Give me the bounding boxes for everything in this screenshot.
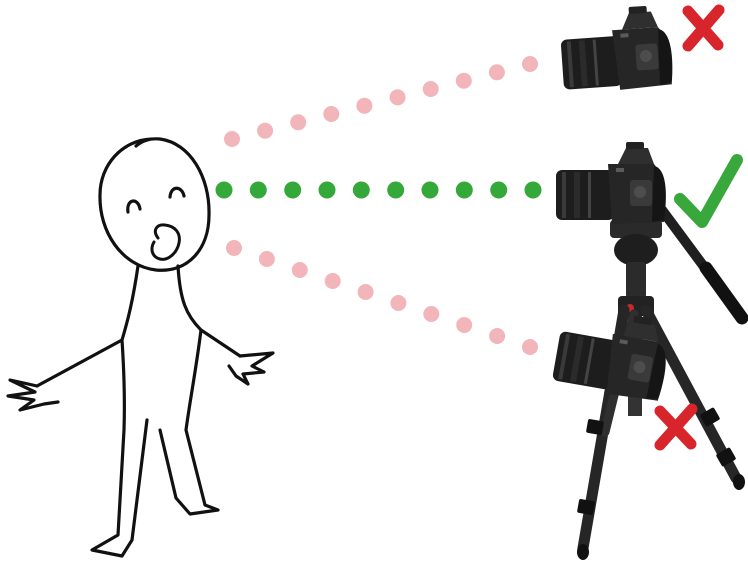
sight-dot bbox=[390, 295, 406, 311]
figure-left-eye bbox=[128, 201, 140, 212]
sight-dot bbox=[292, 262, 308, 278]
sight-dot bbox=[522, 56, 538, 72]
sight-dot bbox=[489, 328, 505, 344]
sight-dot bbox=[390, 89, 406, 105]
sight-dot bbox=[423, 306, 439, 322]
sight-line-upper bbox=[224, 56, 538, 147]
figure-left-hand bbox=[8, 380, 58, 410]
x-mark-icon bbox=[688, 10, 719, 46]
tripod-foot bbox=[577, 544, 589, 560]
tripod-ball bbox=[614, 234, 658, 266]
camera-icon bbox=[556, 142, 666, 224]
tripod-foot bbox=[733, 474, 745, 490]
tripod-lock bbox=[577, 499, 595, 516]
figure-right-hand bbox=[229, 353, 273, 384]
figure-right-eye bbox=[170, 188, 184, 197]
sight-lines bbox=[216, 56, 542, 355]
sight-dot bbox=[216, 182, 233, 199]
x-mark-icon bbox=[660, 409, 692, 445]
sight-dot bbox=[259, 251, 275, 267]
figure-body bbox=[37, 266, 240, 556]
sight-dot bbox=[290, 114, 306, 130]
sight-dot bbox=[456, 182, 473, 199]
sight-dot bbox=[284, 182, 301, 199]
sight-line-lower bbox=[226, 240, 538, 355]
stick-figure bbox=[8, 139, 273, 556]
sight-dot bbox=[387, 182, 404, 199]
sight-dot bbox=[490, 182, 507, 199]
sight-dot bbox=[423, 81, 439, 97]
sight-dot bbox=[358, 284, 374, 300]
sight-dot bbox=[224, 131, 240, 147]
sight-dot bbox=[319, 182, 336, 199]
sight-dot bbox=[356, 98, 372, 114]
sight-dot bbox=[250, 182, 267, 199]
tripod-lock bbox=[586, 419, 604, 436]
figure-head bbox=[100, 139, 209, 270]
sight-dot bbox=[522, 339, 538, 355]
sight-dot bbox=[226, 240, 242, 256]
sight-dot bbox=[323, 106, 339, 122]
sight-line-level bbox=[216, 182, 542, 199]
sight-dot bbox=[353, 182, 370, 199]
sight-dot bbox=[422, 182, 439, 199]
tripod-pan-handle-grip bbox=[706, 268, 742, 318]
sight-dot bbox=[525, 182, 542, 199]
sight-dot bbox=[456, 73, 472, 89]
figure-mouth bbox=[152, 225, 179, 259]
sight-dot bbox=[325, 273, 341, 289]
camera-icon bbox=[559, 4, 674, 93]
sight-dot bbox=[456, 317, 472, 333]
check-mark-icon bbox=[680, 160, 737, 222]
sight-dot bbox=[257, 123, 273, 139]
sight-dot bbox=[489, 64, 505, 80]
tripod-neck bbox=[626, 262, 646, 298]
